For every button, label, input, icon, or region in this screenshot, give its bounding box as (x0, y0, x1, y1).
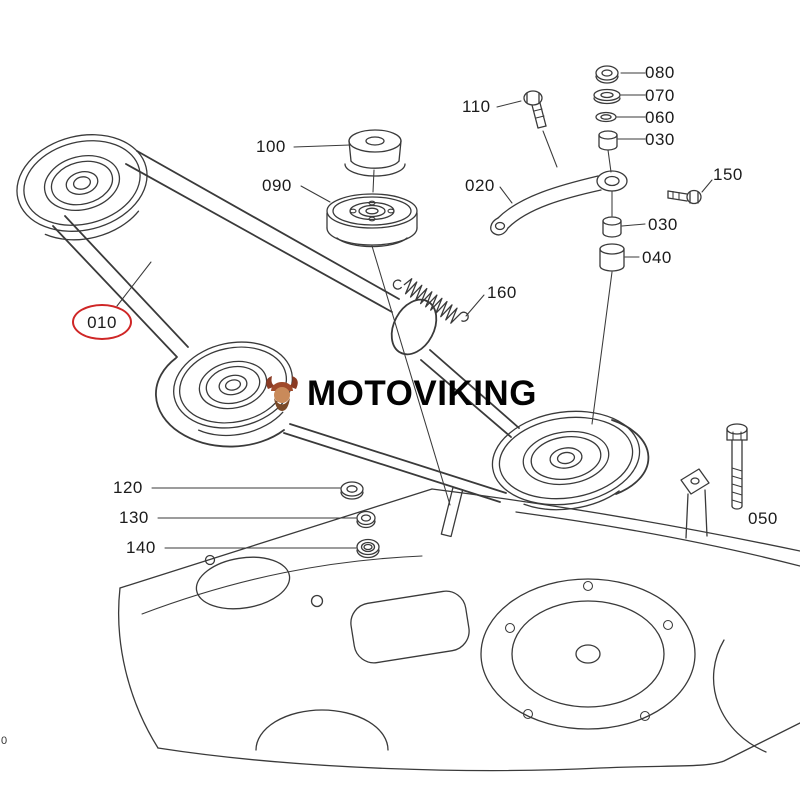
part-label-040: 040 (642, 248, 672, 267)
leader-lines (116, 72, 713, 549)
part-label-010: 010 (87, 312, 117, 332)
nut-080 (595, 65, 619, 84)
watermark-text: MOTOVIKING (307, 374, 537, 413)
bolt-050 (726, 423, 748, 510)
deck-belt-guide (440, 486, 464, 538)
bolt-110 (523, 90, 558, 168)
motoviking-logo-icon (266, 376, 298, 411)
left-pulley (16, 134, 148, 241)
spindle-pulley-090 (326, 193, 451, 506)
part-label-070: 070 (645, 86, 675, 105)
part-label-160: 160 (487, 283, 517, 302)
part-label-090: 090 (262, 176, 292, 195)
bushing-030-mid (602, 216, 622, 238)
part-label-140: 140 (126, 538, 156, 557)
pulley-cap-100 (344, 129, 406, 193)
washer-060 (595, 111, 617, 123)
part-label-030-top: 030 (645, 130, 675, 149)
part-label-110: 110 (462, 97, 491, 116)
watermark: MOTOVIKING (260, 372, 537, 416)
washer-070 (593, 88, 621, 105)
deck-mount-bracket (680, 468, 710, 539)
bushing-030-top (598, 130, 618, 173)
mower-deck (117, 468, 800, 772)
part-label-120: 120 (113, 478, 143, 497)
part-label-050: 050 (748, 509, 778, 528)
part-label-060: 060 (645, 108, 675, 127)
highlight-circle-010: 010 (72, 304, 132, 340)
spacer-040 (591, 243, 625, 425)
tension-arm-020 (490, 170, 628, 236)
nut-140 (356, 538, 380, 559)
part-label-030-mid: 030 (648, 215, 678, 234)
part-label-150: 150 (713, 165, 743, 184)
center-pulley (173, 341, 293, 437)
corner-mark: 0 (1, 735, 8, 747)
part-label-020: 020 (465, 176, 495, 195)
washer-120 (340, 481, 364, 500)
part-label-130: 130 (119, 508, 149, 527)
nut-130 (356, 510, 376, 529)
part-label-080: 080 (645, 63, 675, 82)
tension-spring-160 (392, 278, 469, 324)
part-label-100: 100 (256, 137, 286, 156)
bolt-150 (667, 189, 702, 205)
